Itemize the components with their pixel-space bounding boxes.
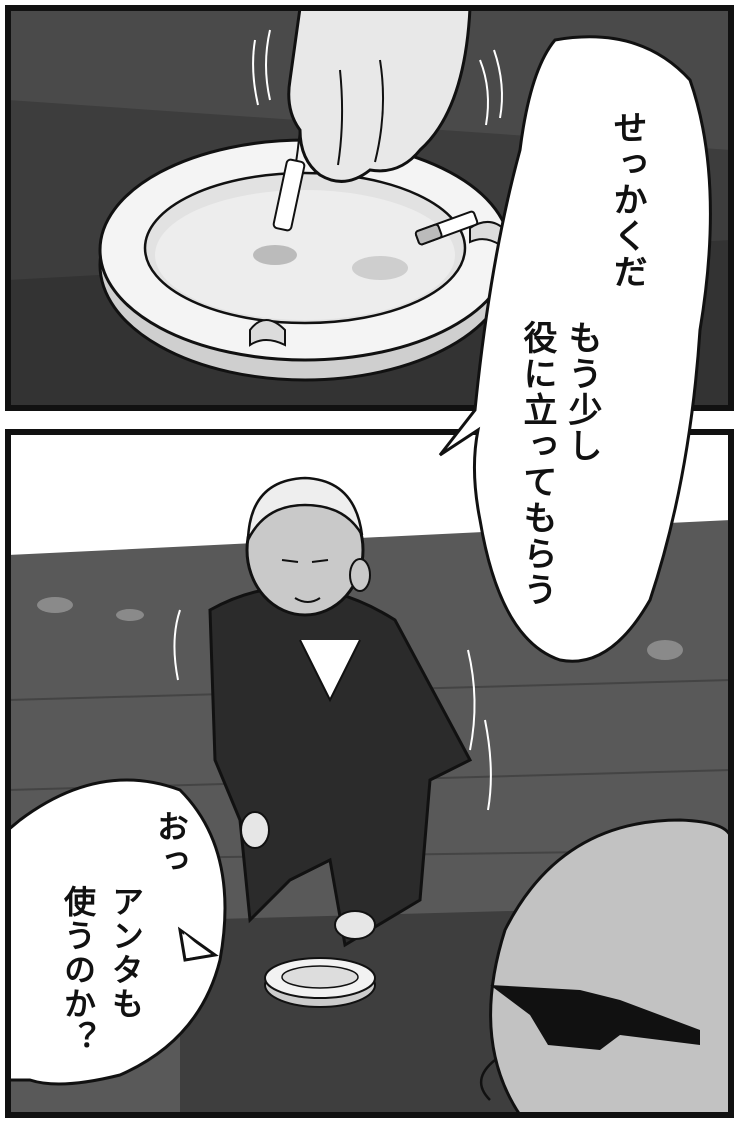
wall-highlights: [37, 597, 683, 660]
sunglasses-icon: [490, 985, 700, 1050]
speech-line: 使うのか？: [59, 885, 97, 1055]
hand: [272, 6, 472, 232]
suited-man: [208, 476, 473, 948]
ashtray: [98, 138, 512, 382]
motion-lines: [252, 29, 503, 126]
cigarette-stub: [414, 210, 479, 246]
speech-line: おっ: [152, 810, 190, 878]
speech-line: アンタも: [107, 885, 145, 1021]
speech-bubble-bottom: [6, 778, 227, 1086]
panel-bottom: [5, 429, 734, 1118]
speech-bubble-top: [438, 35, 712, 663]
motion-lines: [173, 609, 492, 811]
small-ashtray: [264, 957, 376, 1008]
bald-man: [480, 818, 733, 1117]
speech-line: 役に立ってもらう: [517, 320, 557, 608]
panel-bottom-border: [5, 429, 734, 1118]
speech-line: せっかくだ: [607, 110, 647, 290]
panel-top-border: [5, 5, 734, 411]
speech-line: もう少し: [562, 320, 602, 464]
